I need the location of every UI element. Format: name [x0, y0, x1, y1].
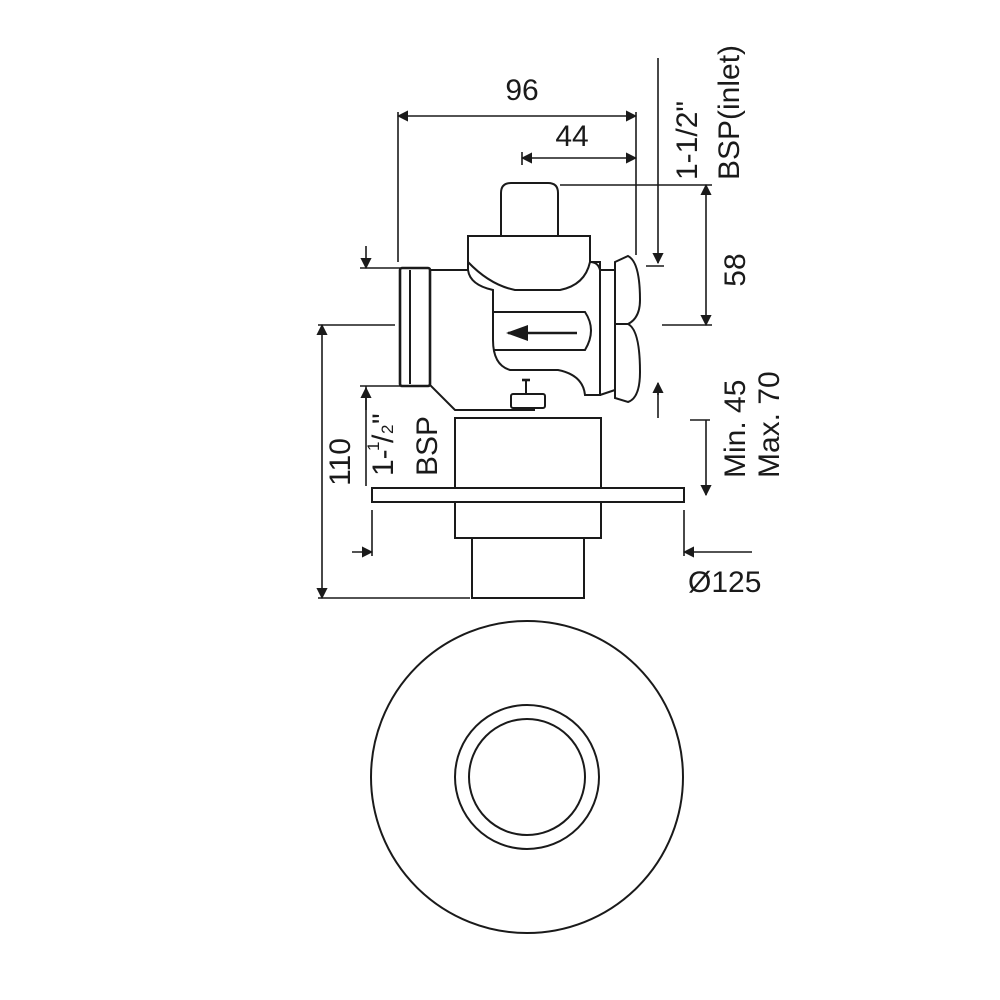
svg-text:/: /: [367, 434, 400, 443]
flow-arrow-icon: [506, 325, 577, 341]
svg-text:2: 2: [378, 425, 397, 434]
adjustment-screw: [510, 378, 546, 409]
svg-text:1: 1: [364, 442, 383, 451]
inlet-thread-size: 1-1/2": [671, 101, 704, 180]
inlet-thread-type: BSP(inlet): [713, 45, 746, 180]
spigot: [471, 537, 585, 599]
dim-width-overall: 96: [505, 74, 538, 107]
outlet-socket: [398, 266, 432, 388]
dim-height-upper: 58: [719, 253, 752, 286]
dim-width-outlet-offset: 44: [555, 120, 588, 153]
escutcheon-front-view: [370, 620, 684, 934]
flange-outer-circle: [370, 620, 684, 934]
valve-top-cap: [500, 182, 559, 236]
wall-flange: [371, 487, 685, 503]
flow-window: [493, 311, 592, 351]
inlet-hex-nut: [614, 254, 642, 404]
dim-height-total: 110: [324, 438, 357, 486]
outlet-thread-size: 1- 1 / 2 ": [364, 413, 400, 476]
svg-text:1-: 1-: [367, 449, 400, 476]
outlet-thread-type: BSP: [411, 416, 444, 476]
spigot-outer-circle: [454, 704, 600, 850]
svg-text:": ": [367, 413, 400, 424]
dimension-lines: [316, 58, 752, 600]
dim-diameter-flange: Ø125: [688, 566, 761, 599]
lower-housing: [454, 417, 602, 539]
adjust-max: Max. 70: [753, 371, 786, 478]
valve-bonnet: [467, 235, 591, 291]
spigot-inner-circle: [468, 718, 586, 836]
adjust-min: Min. 45: [719, 380, 752, 478]
valve-side-view: [371, 182, 685, 599]
